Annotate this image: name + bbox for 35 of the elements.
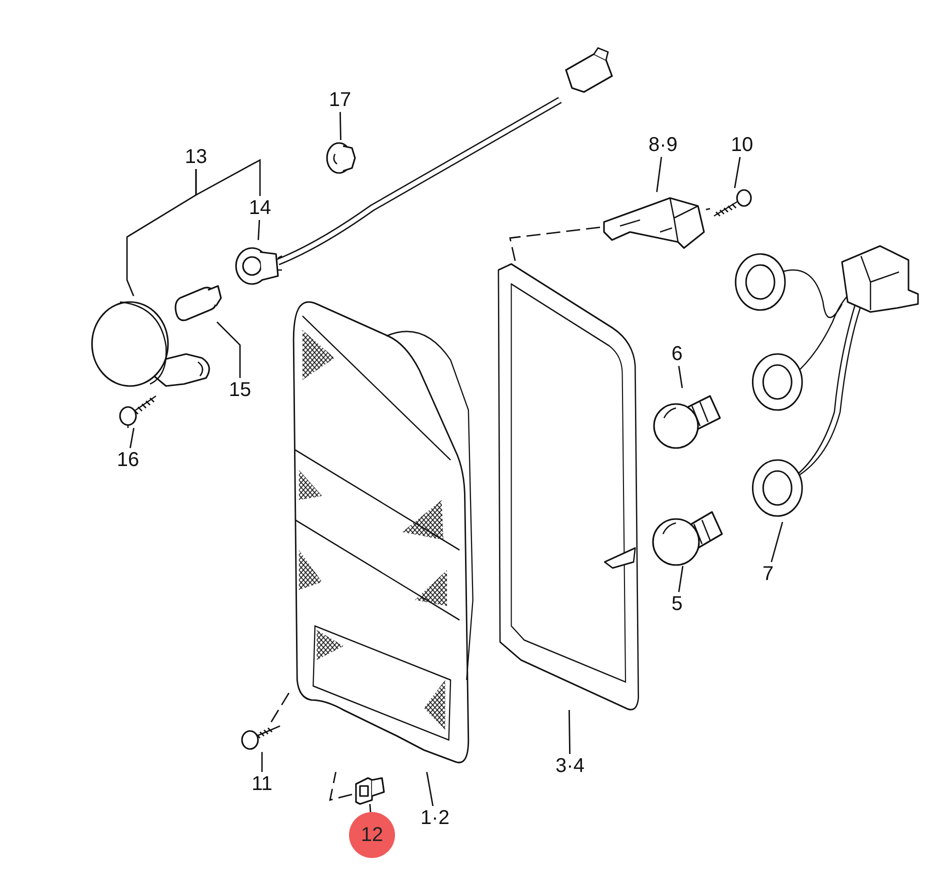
leader-line — [130, 428, 134, 448]
assembly-line — [329, 772, 352, 801]
leader-line — [216, 322, 241, 378]
leader-line — [369, 804, 372, 812]
leader-line — [678, 366, 683, 388]
assembly-line — [509, 226, 600, 262]
callout-number: 6 — [665, 342, 689, 366]
callout-number: 16 — [110, 448, 146, 472]
callout-number: 17 — [322, 88, 358, 112]
callout-number: 1·2 — [410, 806, 460, 830]
leader-line — [261, 752, 263, 772]
leader-line — [568, 710, 570, 754]
callout-number: 14 — [242, 196, 278, 220]
callout-number: 3·4 — [545, 754, 595, 778]
callout-number: 15 — [222, 378, 258, 402]
leader-line — [656, 156, 662, 192]
leader-line — [734, 156, 741, 188]
callout-number: 8·9 — [638, 133, 688, 157]
leader-line — [770, 522, 784, 562]
callout-number: 7 — [756, 562, 780, 586]
grommet-drawing — [326, 140, 356, 176]
bulb-drawing — [174, 284, 222, 322]
assembly-line — [706, 208, 710, 210]
leader-line — [426, 772, 434, 806]
callout-number: 10 — [724, 133, 760, 157]
leader-line — [195, 158, 261, 196]
clip-drawing — [352, 776, 386, 804]
leader-line — [258, 220, 260, 240]
assembly-line — [270, 690, 291, 722]
callout-number: 12 — [349, 812, 395, 858]
callout-number: 11 — [244, 772, 280, 796]
leader-line — [340, 112, 342, 140]
callout-number: 5 — [665, 592, 689, 616]
leader-line — [678, 566, 684, 592]
callout-number: 13 — [178, 145, 214, 169]
